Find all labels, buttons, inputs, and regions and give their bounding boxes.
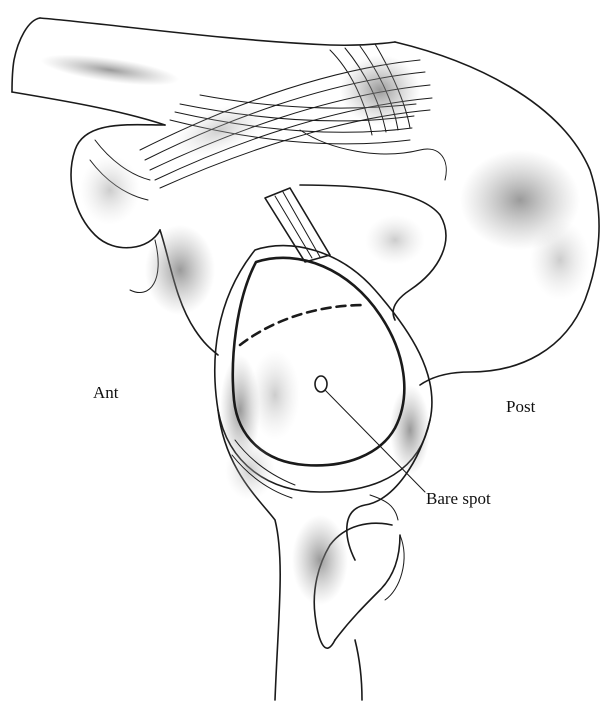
coracoid-process — [71, 125, 165, 248]
coracoacromial-ligament — [140, 44, 432, 188]
scapular-body — [130, 185, 446, 355]
biceps-tendon — [265, 188, 330, 262]
anterior-label: Ant — [93, 384, 119, 401]
bare-spot-label: Bare spot — [426, 490, 491, 507]
glenoid-surface — [233, 258, 404, 466]
posterior-label: Post — [506, 398, 535, 415]
clavicle — [12, 18, 395, 125]
